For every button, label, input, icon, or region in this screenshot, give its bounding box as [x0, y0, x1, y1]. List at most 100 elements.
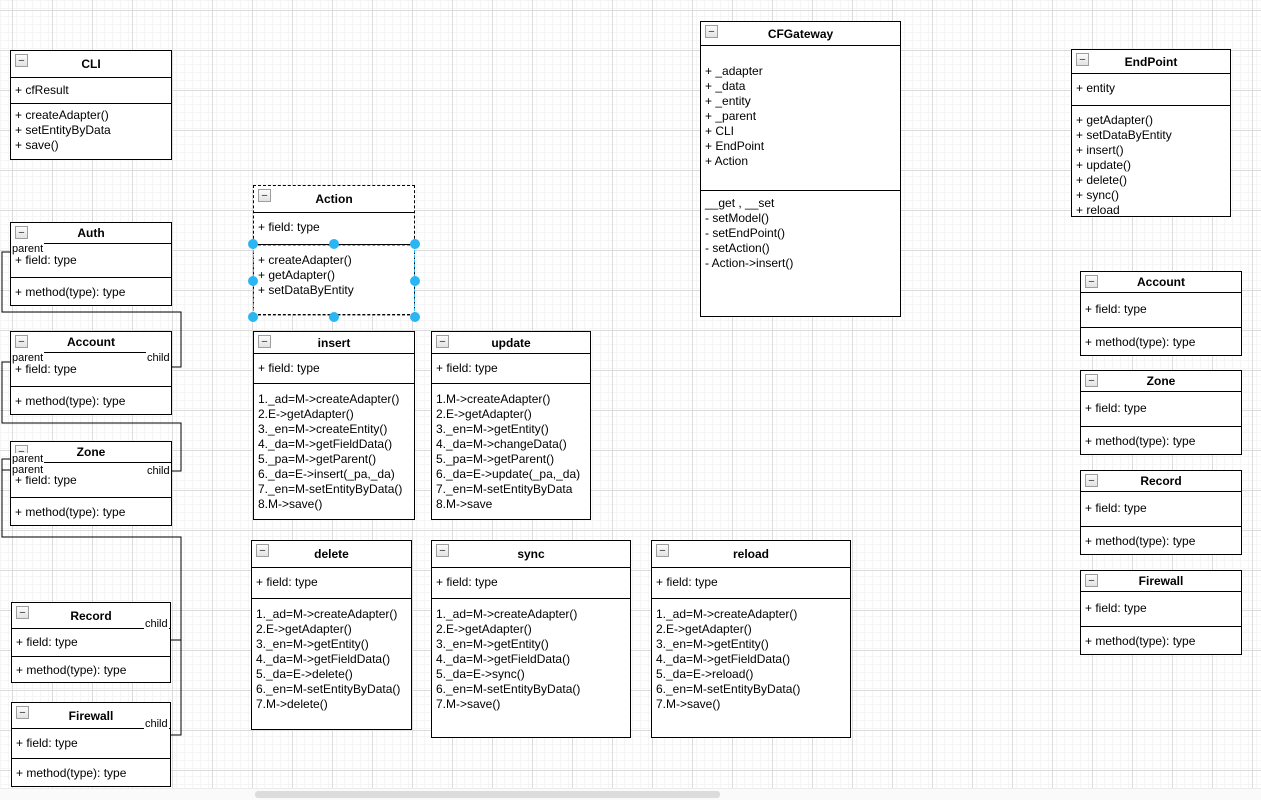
class-title-bar[interactable]: −update — [432, 332, 590, 354]
class-methods-section[interactable]: + method(type): type — [12, 759, 170, 786]
class-attributes-section[interactable]: + _adapter+ _data+ _entity+ _parent+ CLI… — [701, 46, 900, 191]
class-attributes-section[interactable]: + entity — [1072, 74, 1230, 106]
class-attributes-section[interactable]: + field: type — [12, 629, 170, 657]
collapse-icon[interactable]: − — [256, 544, 269, 557]
class-methods-section[interactable]: 1._ad=M->createAdapter()2.E->getAdapter(… — [652, 599, 850, 737]
collapse-icon[interactable]: − — [1085, 374, 1098, 387]
collapse-icon[interactable]: − — [1085, 275, 1098, 288]
class-box-firewall-right[interactable]: −Firewall+ field: type+ method(type): ty… — [1080, 570, 1242, 655]
collapse-icon[interactable]: − — [1085, 574, 1098, 587]
class-title-bar[interactable]: −Auth — [11, 223, 171, 244]
selection-handle[interactable] — [248, 239, 258, 249]
class-methods-section[interactable]: + method(type): type — [1081, 427, 1241, 454]
collapse-icon[interactable]: − — [436, 544, 449, 557]
class-box-zone-right[interactable]: −Zone+ field: type+ method(type): type — [1080, 370, 1242, 455]
selection-handle[interactable] — [410, 239, 420, 249]
collapse-icon[interactable]: − — [656, 544, 669, 557]
class-box-record-right[interactable]: −Record+ field: type+ method(type): type — [1080, 470, 1242, 555]
edge-label[interactable]: parent — [11, 464, 45, 476]
class-title-bar[interactable]: −CLI — [11, 51, 171, 78]
class-title-bar[interactable]: −Record — [1081, 471, 1241, 492]
edge-label[interactable]: parent — [11, 352, 45, 364]
class-box-endpoint[interactable]: −EndPoint+ entity+ getAdapter()+ setData… — [1071, 49, 1231, 217]
class-attributes-section[interactable]: + field: type — [1081, 492, 1241, 527]
horizontal-scrollbar[interactable] — [0, 788, 1261, 800]
selection-handle[interactable] — [410, 312, 420, 322]
collapse-icon[interactable]: − — [436, 335, 449, 348]
collapse-icon[interactable]: − — [15, 226, 28, 239]
class-box-cfgateway[interactable]: −CFGateway+ _adapter+ _data+ _entity+ _p… — [700, 21, 901, 317]
class-attributes-section[interactable]: + field: type — [1081, 392, 1241, 427]
class-methods-section[interactable]: 1._ad=M->createAdapter()2.E->getAdapter(… — [432, 599, 630, 737]
class-attributes-section[interactable]: + field: type — [11, 244, 171, 278]
class-methods-section[interactable]: + createAdapter()+ setEntityByData+ save… — [11, 104, 171, 159]
class-box-account-left[interactable]: −Account+ field: type+ method(type): typ… — [10, 331, 172, 415]
class-title-bar[interactable]: −sync — [432, 541, 630, 568]
collapse-icon[interactable]: − — [1085, 474, 1098, 487]
class-attributes-section[interactable]: + field: type — [1081, 592, 1241, 627]
class-methods-section[interactable]: + method(type): type — [11, 498, 171, 525]
class-methods-section[interactable]: 1._ad=M->createAdapter()2.E->getAdapter(… — [252, 599, 411, 729]
class-attributes-section[interactable]: + field: type — [252, 568, 411, 599]
edge-label[interactable]: child — [146, 465, 171, 477]
collapse-icon[interactable]: − — [15, 335, 28, 348]
class-title-bar[interactable]: −CFGateway — [701, 22, 900, 46]
edge-label[interactable]: child — [146, 352, 171, 364]
collapse-icon[interactable]: − — [15, 54, 28, 67]
class-attributes-section[interactable]: + field: type — [12, 729, 170, 759]
class-methods-section[interactable]: __get , __set- setModel()- setEndPoint()… — [701, 191, 900, 316]
class-methods-section[interactable]: 1._ad=M->createAdapter()2.E->getAdapter(… — [254, 384, 414, 519]
class-title-bar[interactable]: −Firewall — [12, 703, 170, 729]
class-methods-section[interactable]: + createAdapter()+ getAdapter()+ setData… — [254, 245, 414, 314]
class-box-action[interactable]: −Action+ field: type+ createAdapter()+ g… — [248, 185, 420, 322]
class-attributes-section[interactable]: + field: type — [432, 354, 590, 384]
class-title-bar[interactable]: −Firewall — [1081, 571, 1241, 592]
class-title-bar[interactable]: −Record — [12, 603, 170, 629]
class-attributes-section[interactable]: + field: type — [254, 354, 414, 384]
class-title-bar[interactable]: −Action — [254, 186, 414, 213]
edge-label[interactable]: child — [144, 618, 169, 630]
selection-handle[interactable] — [248, 276, 258, 286]
collapse-icon[interactable]: − — [16, 606, 29, 619]
class-attributes-section[interactable]: + field: type — [652, 568, 850, 599]
selection-handle[interactable] — [329, 239, 339, 249]
class-methods-section[interactable]: + method(type): type — [11, 387, 171, 414]
class-title-bar[interactable]: −EndPoint — [1072, 50, 1230, 74]
class-attributes-section[interactable]: + field: type — [11, 353, 171, 387]
collapse-icon[interactable]: − — [1076, 53, 1089, 66]
class-title-bar[interactable]: −Account — [11, 332, 171, 353]
class-box-record-left[interactable]: −Record+ field: type+ method(type): type — [11, 602, 171, 683]
class-title-bar[interactable]: −delete — [252, 541, 411, 568]
class-methods-section[interactable]: + getAdapter()+ setDataByEntity+ insert(… — [1072, 106, 1230, 216]
class-box-auth[interactable]: −Auth+ field: type+ method(type): type — [10, 222, 172, 306]
selection-handle[interactable] — [410, 276, 420, 286]
collapse-icon[interactable]: − — [258, 189, 271, 202]
class-box-cli[interactable]: −CLI+ cfResult+ createAdapter()+ setEnti… — [10, 50, 172, 160]
collapse-icon[interactable]: − — [258, 335, 271, 348]
class-box-account-right[interactable]: −Account+ field: type+ method(type): typ… — [1080, 271, 1242, 356]
scrollbar-thumb[interactable] — [255, 791, 720, 798]
edge-label[interactable]: child — [144, 718, 169, 730]
selection-handle[interactable] — [329, 312, 339, 322]
class-attributes-section[interactable]: + cfResult — [11, 78, 171, 104]
class-attributes-section[interactable]: + field: type — [432, 568, 630, 599]
class-methods-section[interactable]: + method(type): type — [1081, 627, 1241, 654]
class-title-bar[interactable]: −insert — [254, 332, 414, 354]
class-attributes-section[interactable]: + field: type — [1081, 293, 1241, 328]
class-title-bar[interactable]: −Account — [1081, 272, 1241, 293]
selection-handle[interactable] — [248, 312, 258, 322]
edge-label[interactable]: parent — [11, 243, 45, 255]
class-methods-section[interactable]: + method(type): type — [12, 657, 170, 682]
collapse-icon[interactable]: − — [16, 706, 29, 719]
class-title-bar[interactable]: −reload — [652, 541, 850, 568]
class-title-bar[interactable]: −Zone — [1081, 371, 1241, 392]
class-methods-section[interactable]: + method(type): type — [1081, 527, 1241, 554]
collapse-icon[interactable]: − — [705, 25, 718, 38]
class-methods-section[interactable]: 1.M->createAdapter()2.E->getAdapter()3._… — [432, 384, 590, 519]
